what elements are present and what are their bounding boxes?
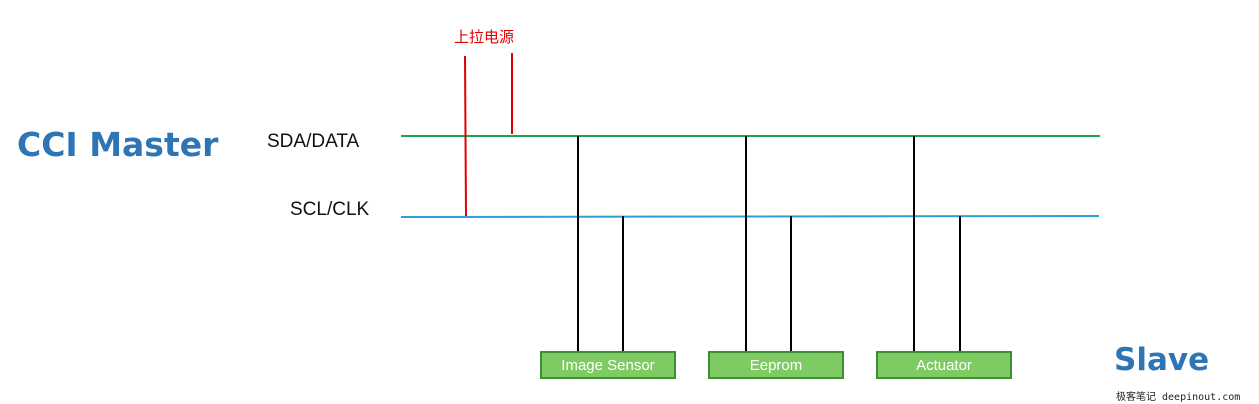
pullup-line-scl [464,55,467,217]
sda-label: SDA/DATA [267,131,360,152]
slave-title: Slave [1114,342,1210,378]
device-image-sensor: Image Sensor [540,351,676,379]
device-eeprom: Eeprom [708,351,844,379]
cci-master-title: CCI Master [17,125,219,164]
watermark: 极客笔记 deepinout.com [1116,392,1241,403]
scl-label: SCL/CLK [290,199,370,220]
pullup-label: 上拉电源 [454,28,515,46]
device-actuator: Actuator [876,351,1012,379]
scl-bus-line [400,215,1100,218]
